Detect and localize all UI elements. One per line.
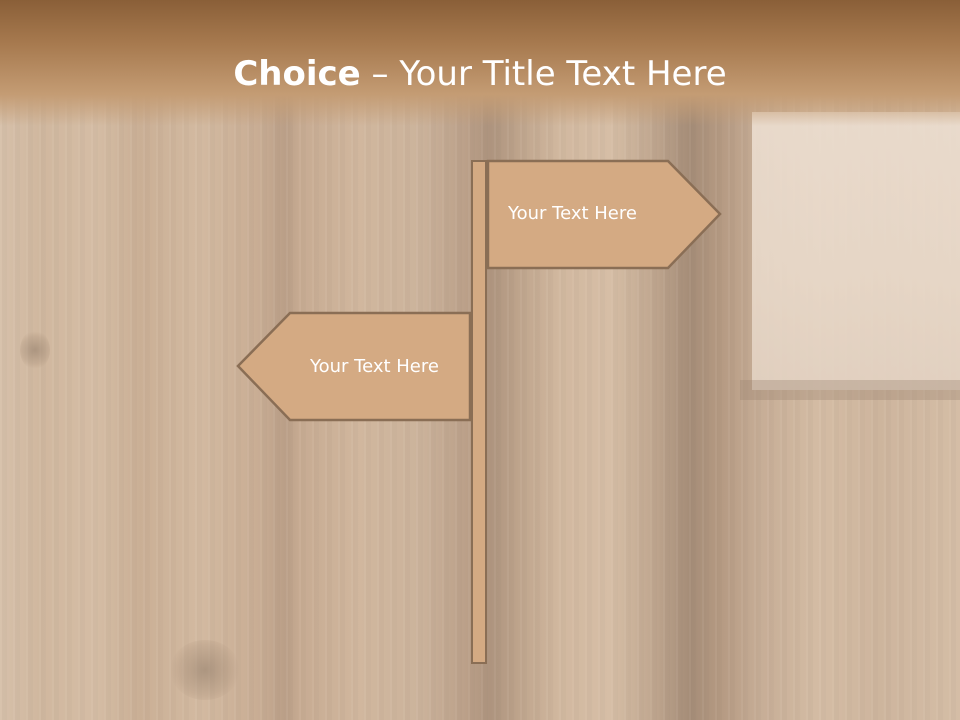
wall-corner-shadow	[740, 380, 960, 400]
title-separator: –	[360, 54, 400, 94]
left-sign-text: Your Text Here	[310, 356, 439, 377]
wood-knot	[20, 330, 50, 370]
wood-knot	[170, 640, 240, 700]
right-arrow-sign	[486, 159, 722, 270]
title-bold-part: Choice	[233, 54, 361, 94]
right-sign-text: Your Text Here	[508, 203, 637, 224]
left-arrow-sign	[236, 311, 472, 422]
title-main-part: Your Title Text Here	[399, 54, 727, 94]
page-title: Choice – Your Title Text Here	[0, 52, 960, 96]
wall-corner	[752, 112, 960, 390]
signpost-pole	[471, 160, 487, 664]
title-bar	[0, 0, 960, 126]
